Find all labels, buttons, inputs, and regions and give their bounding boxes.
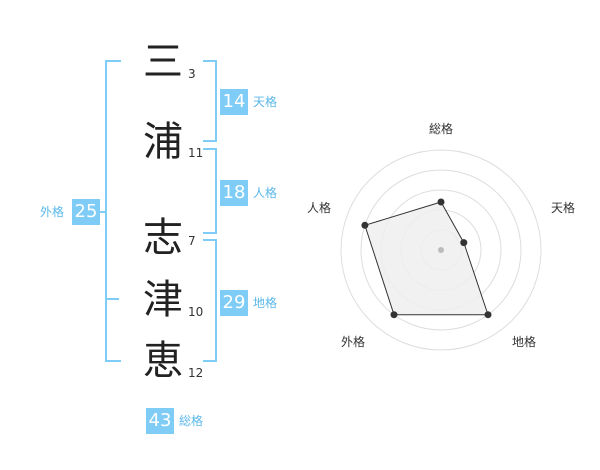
radar-area: [364, 201, 489, 316]
radar-label-gaikaku: 外格: [341, 334, 365, 349]
radar-label-tenkaku: 天格: [551, 200, 575, 215]
stroke-count-2: 11: [188, 146, 204, 160]
radar-center-dot: [438, 247, 444, 253]
stroke-count-5: 12: [188, 366, 204, 380]
jinkaku-label: 人格: [253, 186, 278, 200]
radar-point-2: [484, 311, 492, 319]
gaikaku-label: 外格: [40, 205, 65, 219]
radar-label-chikaku: 地格: [512, 334, 536, 349]
name-char-2: 浦: [143, 119, 183, 165]
radar-points: [361, 198, 492, 319]
name-char-5: 恵: [143, 338, 183, 384]
jinkaku-value-badge: 18: [220, 180, 248, 206]
stroke-count-1: 3: [188, 67, 196, 81]
radar-label-soukaku: 総格: [429, 121, 453, 136]
name-char-3: 志: [143, 215, 183, 261]
radar-ring: [360, 169, 522, 331]
stroke-count-4: 10: [188, 305, 204, 319]
radar-point-4: [361, 221, 369, 229]
chikaku-bracket: [203, 239, 217, 362]
soukaku-value-badge: 43: [146, 408, 174, 434]
soukaku-label: 総格: [179, 414, 204, 428]
radar-ring: [340, 149, 542, 351]
stroke-count-3: 7: [188, 234, 196, 248]
gaikaku-bracket-mid: [105, 298, 119, 300]
chikaku-value-badge: 29: [220, 290, 248, 316]
chikaku-label: 地格: [253, 296, 278, 310]
tenkaku-bracket: [203, 60, 217, 142]
radar-point-3: [390, 311, 398, 319]
name-char-1: 三: [143, 39, 183, 85]
tenkaku-value-badge: 14: [220, 89, 248, 115]
gaikaku-value-badge: 25: [72, 199, 100, 225]
gaikaku-bracket-tick: [100, 211, 107, 213]
radar-label-jinkaku: 人格: [307, 200, 331, 215]
radar-point-0: [437, 198, 445, 206]
tenkaku-label: 天格: [253, 95, 278, 109]
radar-point-1: [460, 239, 468, 247]
name-char-4: 津: [143, 277, 183, 323]
jinkaku-bracket: [203, 148, 217, 234]
